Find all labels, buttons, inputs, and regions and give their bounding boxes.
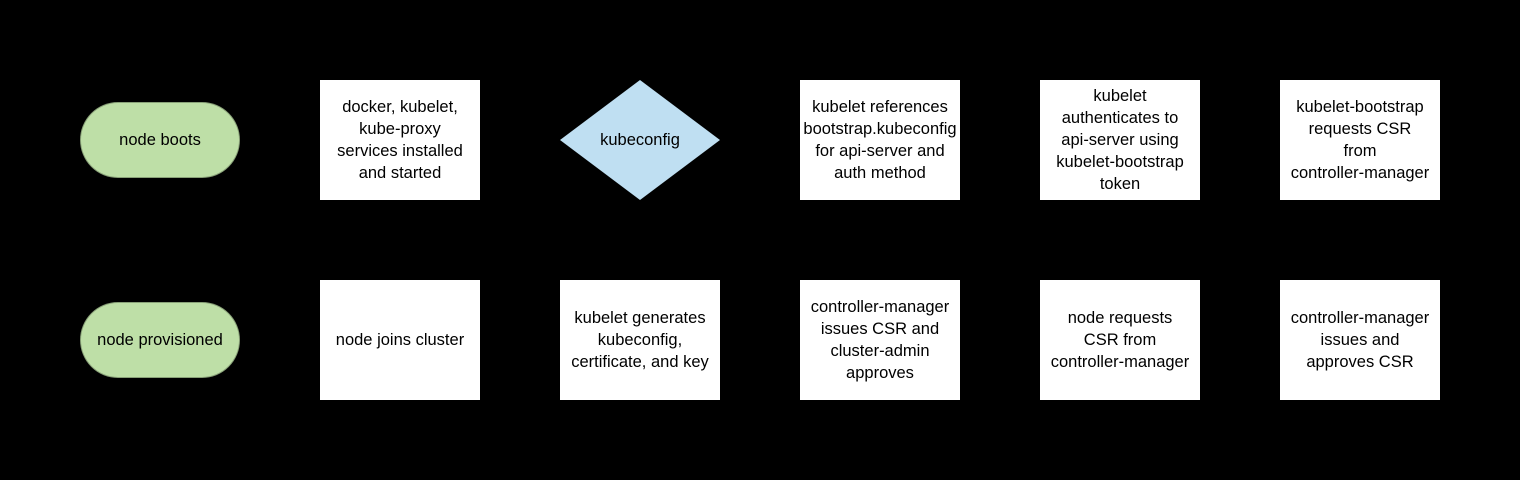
flow-node-cm-issues-approves-csr: controller-manager issues and approves C… [1280,280,1440,400]
flow-node-label: node provisioned [97,331,223,349]
flow-node-node-provisioned: node provisioned [80,302,240,378]
flow-node-label: kubelet generates kubeconfig, certificat… [571,309,709,371]
flow-node-label: node joins cluster [335,331,465,349]
flow-node-label: kubeconfig [600,131,680,149]
flow-node-authenticates-api-server: kubelet authenticates to api-server usin… [1040,80,1200,200]
flow-node-bootstrap-requests-csr: kubelet-bootstrap requests CSR from cont… [1280,80,1440,200]
flow-node-kubelet-generates: kubelet generates kubeconfig, certificat… [560,280,720,400]
flow-node-references-bootstrap: kubelet references bootstrap.kubeconfig … [800,80,960,200]
flow-node-node-joins-cluster: node joins cluster [320,280,480,400]
flow-node-kubeconfig-decision: kubeconfig [560,80,720,200]
flow-node-label: node requests CSR from controller-manage… [1050,309,1190,371]
flow-node-label: kubelet references bootstrap.kubeconfig … [803,98,957,182]
flow-node-node-boots: node boots [80,102,240,178]
flow-node-label: kubelet authenticates to api-server usin… [1056,87,1184,193]
flow-node-services-installed: docker, kubelet, kube-proxy services ins… [320,80,480,200]
flow-node-cm-issues-admin-approves: controller-manager issues CSR and cluste… [800,280,960,400]
flow-node-node-requests-csr: node requests CSR from controller-manage… [1040,280,1200,400]
flow-node-label: controller-manager issues and approves C… [1290,309,1430,371]
flow-node-label: kubelet-bootstrap requests CSR from cont… [1290,98,1430,182]
flow-node-label: controller-manager issues CSR and cluste… [810,298,950,382]
flow-node-label: docker, kubelet, kube-proxy services ins… [337,98,463,182]
flow-node-label: node boots [119,131,201,149]
